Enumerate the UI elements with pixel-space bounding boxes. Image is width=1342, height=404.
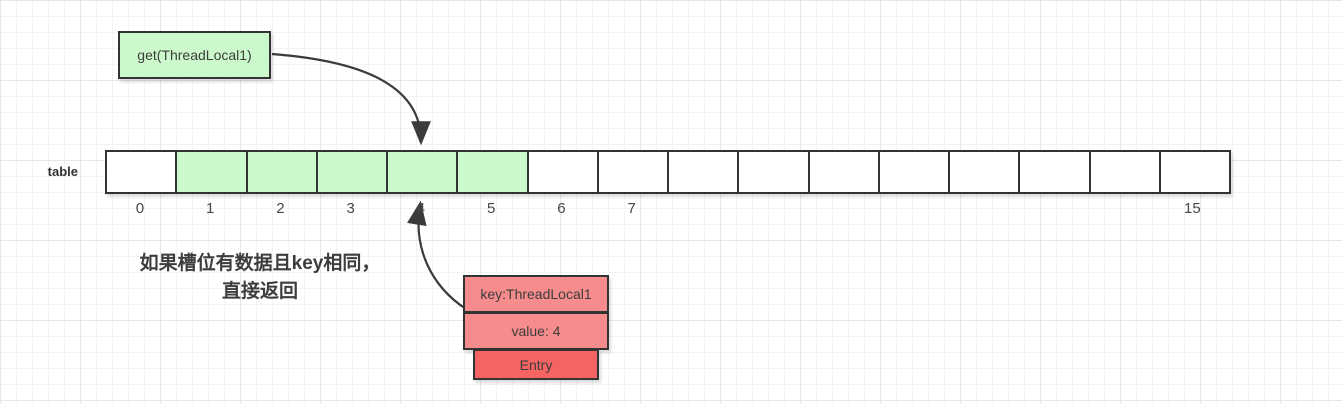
cell-index-label: 6 (557, 200, 566, 217)
note-line-1: 如果槽位有数据且key相同， (139, 253, 381, 274)
table-cell-5[interactable]: 5 (458, 152, 529, 217)
get-call-box[interactable]: get(ThreadLocal1) (118, 31, 271, 79)
cell-index-label: 3 (346, 200, 355, 217)
cell-index-label: 15 (1184, 200, 1201, 217)
table-cell-4[interactable]: 4 (388, 152, 459, 217)
table-label: table (47, 164, 78, 179)
table-cell-6[interactable]: 6 (528, 152, 599, 217)
cell-index-label: 5 (486, 200, 496, 217)
table-cell-blank[interactable] (1090, 152, 1161, 192)
cell-index-label: 1 (205, 200, 215, 217)
table-cell-blank[interactable] (1020, 152, 1091, 192)
table-cell-7[interactable]: 7 (598, 152, 669, 217)
table-cell-blank[interactable] (950, 152, 1021, 192)
cell-index-label: 7 (627, 200, 636, 217)
table-cell-1[interactable]: 1 (177, 152, 248, 217)
arrow-get-to-slot4[interactable] (271, 52, 431, 146)
entry-value-box[interactable]: value: 4 (463, 312, 609, 350)
table-cell-blank[interactable] (739, 152, 810, 192)
note-text: 如果槽位有数据且key相同， 直接返回 (100, 250, 420, 306)
table-cell-0[interactable]: 0 (107, 152, 178, 217)
arrow-entry-to-slot4[interactable] (407, 200, 467, 310)
table-cell-blank[interactable] (809, 152, 880, 192)
table-cell-blank[interactable] (669, 152, 740, 192)
table-cell-blank[interactable] (879, 152, 950, 192)
table-cell-3[interactable]: 3 (317, 152, 388, 217)
note-line-2: 直接返回 (221, 281, 298, 302)
hash-table: 0 1 2 3 4 5 6 7 15 (105, 150, 1231, 217)
entry-title-box[interactable]: Entry (473, 349, 599, 380)
table-cell-2[interactable]: 2 (247, 152, 318, 217)
cell-index-label: 0 (135, 200, 145, 217)
cell-index-label: 4 (416, 200, 426, 217)
entry-key-box[interactable]: key:ThreadLocal1 (463, 275, 609, 313)
table-cell-15[interactable]: 15 (1160, 152, 1229, 217)
cell-index-label: 2 (276, 200, 285, 217)
